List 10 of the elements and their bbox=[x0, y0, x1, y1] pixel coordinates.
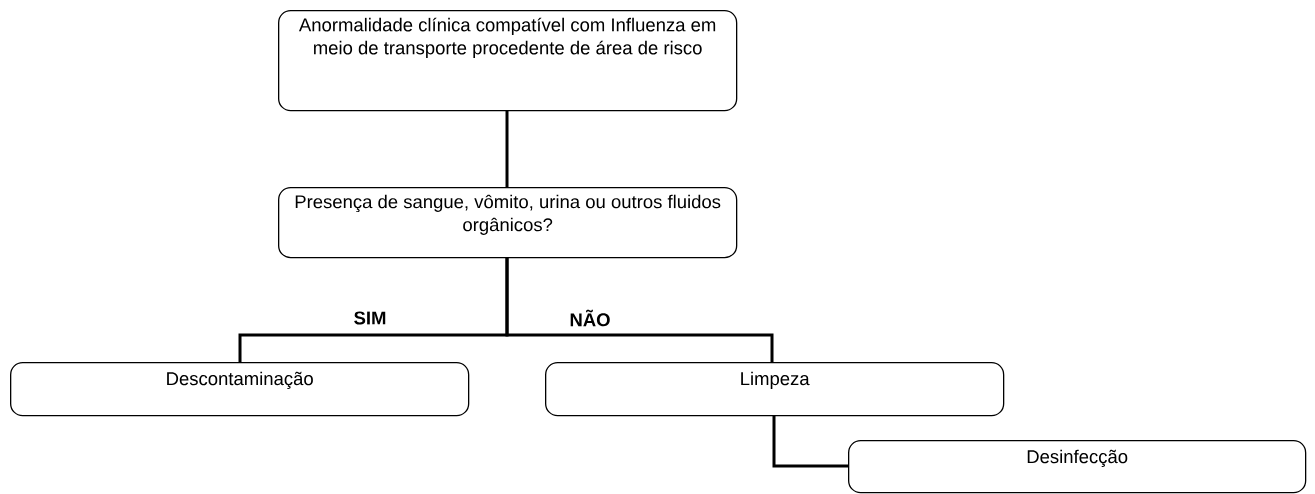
process-box: Limpeza bbox=[545, 362, 1005, 417]
edge-label: NÃO bbox=[568, 308, 612, 328]
connector bbox=[505, 110, 509, 187]
process-box: Descontaminação bbox=[10, 362, 470, 417]
edge-label: SIM bbox=[352, 310, 388, 326]
process-box: Presença de sangue, vômito, urina ou outros fluidos orgânicos? bbox=[278, 187, 738, 259]
process-box: Desinfecção bbox=[848, 440, 1307, 494]
connector bbox=[505, 257, 774, 362]
connector bbox=[772, 415, 848, 468]
process-box: Anormalidade clínica compatível com Influenza em meio de transporte procedente de área de risco bbox=[278, 10, 738, 112]
